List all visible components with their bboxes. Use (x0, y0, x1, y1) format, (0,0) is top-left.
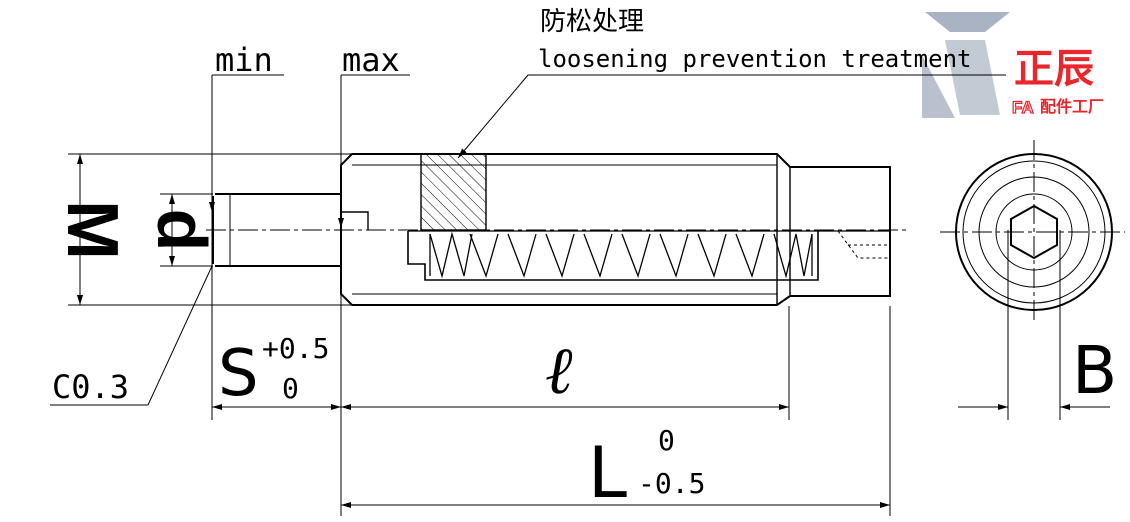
chamfer-label: C0.3 (52, 368, 129, 406)
dim-L-lower-tol: -0.5 (638, 467, 705, 500)
dim-B-label: B (1072, 332, 1117, 409)
max-label: max (342, 41, 400, 79)
logo-brand-sub: 配件工厂 (1040, 97, 1104, 116)
end-view (955, 153, 1113, 311)
dim-d-label: d (143, 209, 221, 252)
dim-L-upper-tol: 0 (658, 424, 675, 457)
dim-S-label: S (218, 337, 259, 411)
logo-brand-cn: 正辰 (1014, 47, 1094, 91)
treatment-label-cn: 防松处理 (540, 7, 644, 37)
min-label: min (215, 41, 273, 79)
spring (429, 231, 813, 279)
dim-l-label: ℓ (545, 332, 573, 409)
brand-logo: 正辰 FA 配件工厂 (922, 12, 1104, 118)
locking-patch-hatch (420, 153, 487, 231)
dim-S-upper-tol: +0.5 (262, 332, 329, 365)
dim-S-lower-tol: 0 (282, 372, 299, 405)
dim-L-label: L (588, 432, 627, 514)
dim-M-label: M (52, 200, 132, 260)
treatment-label-en: loosening prevention treatment (538, 45, 971, 73)
logo-brand-fa: FA (1012, 98, 1034, 117)
dimension-lines (50, 74, 1110, 516)
hex-socket-icon (1010, 204, 1058, 260)
